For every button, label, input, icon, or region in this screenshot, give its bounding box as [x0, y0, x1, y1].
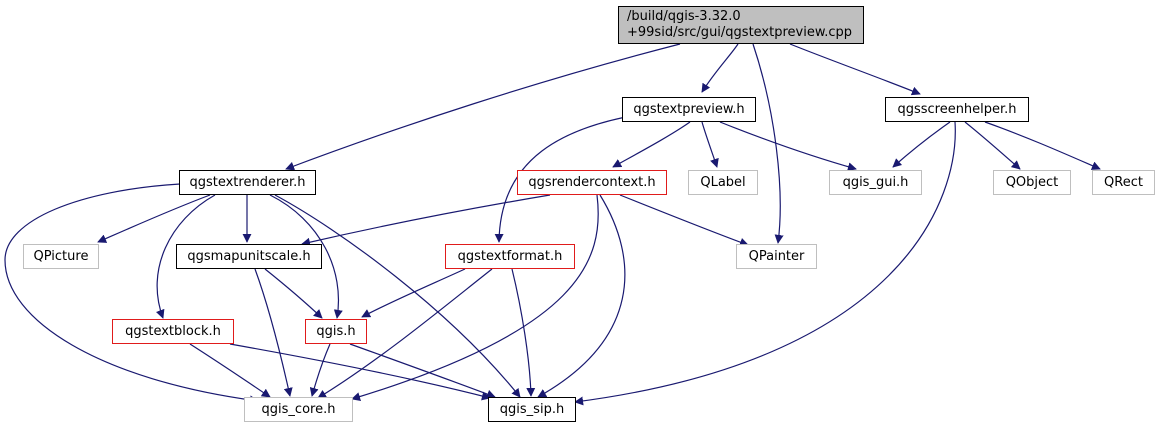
edge-qgstextblock-to-qgis-sip: [229, 343, 491, 401]
edge-qgstextpreview-to-qgsrendercontext: [612, 121, 691, 168]
edge-qgsmapunitscale-to-qgis: [264, 268, 323, 319]
node-label: QObject: [1005, 174, 1059, 190]
edge-qgstextrenderer-to-qgstextblock: [155, 194, 216, 319]
node-label: qgsmapunitscale.h: [187, 248, 311, 264]
edge-qgstextrenderer-to-qgis-sip: [274, 194, 521, 398]
node-qpicture[interactable]: QPicture: [23, 244, 99, 269]
node-label: qgis_gui.h: [842, 174, 909, 190]
node-qobject[interactable]: QObject: [993, 170, 1071, 195]
edge-qgsscreenhelper-to-qgis-sip: [574, 121, 956, 406]
node-label: qgstextformat.h: [457, 248, 563, 264]
node-qgis-core[interactable]: qgis_core.h: [244, 397, 353, 422]
node-qgis[interactable]: qgis.h: [305, 319, 367, 344]
node-label: qgstextpreview.h: [633, 101, 745, 117]
edge-qgis-to-qgis-core: [309, 343, 331, 397]
node-qgis-sip[interactable]: qgis_sip.h: [488, 397, 576, 422]
edge-qgstextrenderer-to-qgis: [269, 194, 343, 319]
edge-qgstextrenderer-to-qgis-core: [4, 183, 259, 405]
edge-qgstextrenderer-to-qpicture: [97, 194, 211, 243]
node-label: qgstextrenderer.h: [189, 174, 306, 190]
node-qgsrendercontext[interactable]: qgsrendercontext.h: [517, 170, 667, 195]
edge-qgsrendercontext-to-qgsmapunitscale: [301, 194, 551, 247]
dependency-edges: [4, 43, 1101, 406]
node-label: qgis_core.h: [261, 401, 336, 417]
edge-qgstextpreview-to-qlabel: [701, 121, 719, 168]
node-qpainter[interactable]: QPainter: [736, 244, 817, 269]
edge-qgsscreenhelper-to-qobject: [964, 121, 1021, 170]
edge-qgstextformat-to-qgis-core: [317, 268, 493, 399]
node-qlabel[interactable]: QLabel: [688, 170, 758, 195]
node-label: QPainter: [748, 248, 805, 264]
node-qgis-gui[interactable]: qgis_gui.h: [829, 170, 922, 195]
node-label: qgis_sip.h: [499, 401, 565, 417]
node-qgstextrenderer[interactable]: qgstextrenderer.h: [179, 170, 316, 195]
node-root-file[interactable]: /build/qgis-3.32.0 +99sid/src/gui/qgstex…: [618, 6, 864, 44]
edge-qgsscreenhelper-to-qgis-gui: [892, 121, 951, 168]
edge-root-to-qpainter: [752, 43, 784, 244]
root-path-line-2: +99sid/src/gui/qgstextpreview.cpp: [627, 25, 853, 40]
root-path-line-1: /build/qgis-3.32.0: [627, 9, 741, 24]
node-qgstextblock[interactable]: qgstextblock.h: [112, 319, 234, 344]
edge-qgstextpreview-to-qgstextformat: [494, 111, 656, 243]
edge-qgsmapunitscale-to-qgis-core: [254, 268, 293, 397]
node-label: qgis.h: [316, 323, 356, 339]
node-qgstextformat[interactable]: qgstextformat.h: [445, 244, 575, 269]
edge-root-to-qgstextpreview: [701, 43, 739, 93]
edge-qgsscreenhelper-to-qrect: [984, 121, 1101, 170]
node-label: qgsrendercontext.h: [528, 174, 656, 190]
edge-qgstextblock-to-qgis-core: [189, 343, 271, 398]
edge-qgstextpreview-to-qgis-gui: [719, 121, 857, 172]
node-label: qgsscreenhelper.h: [897, 101, 1017, 117]
edge-qgsrendercontext-to-qgis-sip: [537, 194, 626, 398]
edge-qgsrendercontext-to-qgis-core: [351, 194, 599, 401]
edge-root-to-qgstextrenderer: [285, 43, 681, 171]
node-label: QRect: [1104, 174, 1143, 190]
node-label: qgstextblock.h: [125, 323, 221, 339]
node-qgsmapunitscale[interactable]: qgsmapunitscale.h: [176, 244, 322, 269]
edge-root-to-qgsscreenhelper: [789, 43, 921, 96]
edge-qgstextformat-to-qgis-sip: [511, 268, 536, 397]
node-qrect[interactable]: QRect: [1092, 170, 1155, 195]
node-qgsscreenhelper[interactable]: qgsscreenhelper.h: [885, 97, 1029, 122]
node-label: QLabel: [700, 174, 746, 190]
node-label: QPicture: [33, 248, 89, 264]
edge-qgstextformat-to-qgis: [361, 268, 466, 318]
edge-qgis-to-qgis-sip: [349, 343, 496, 399]
edge-qgsrendercontext-to-qpainter: [619, 194, 749, 247]
node-qgstextpreview[interactable]: qgstextpreview.h: [622, 97, 756, 122]
